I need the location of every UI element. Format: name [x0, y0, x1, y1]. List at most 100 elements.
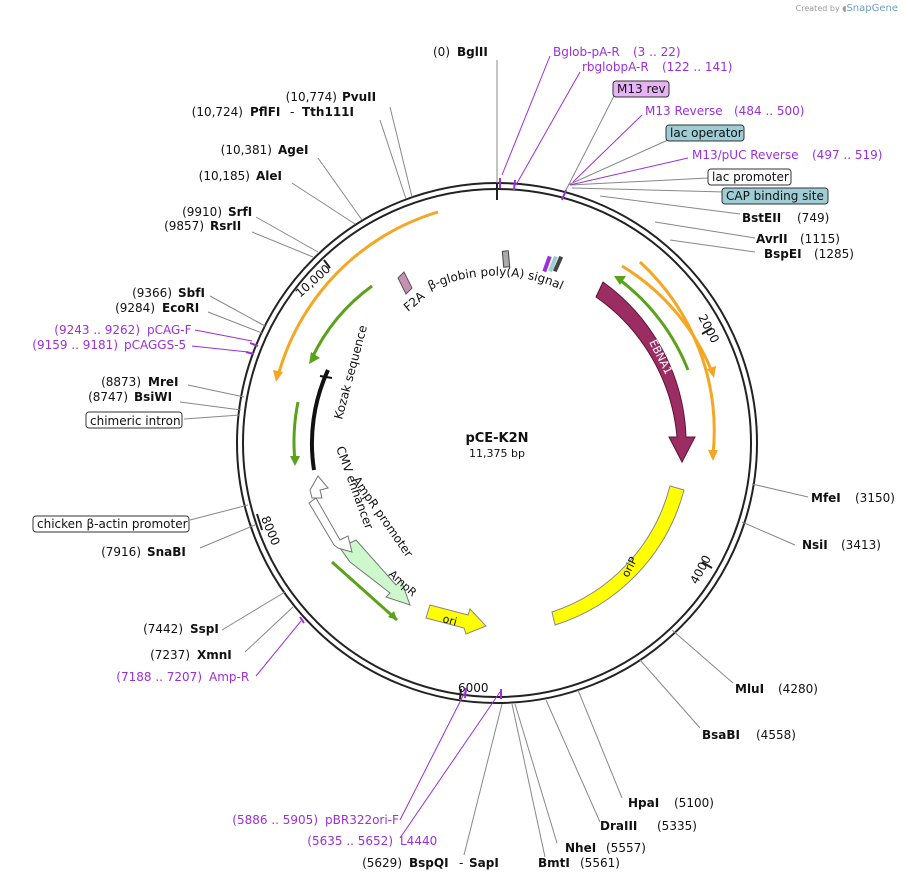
green-arrow-right: [619, 278, 690, 371]
enzyme-draiii-pos: (5335): [657, 819, 697, 833]
cap-site-box: [721, 187, 829, 205]
enzyme-avrii: AvrII: [756, 232, 788, 246]
enzyme-mfei: MfeI: [811, 491, 841, 505]
kozak-marker: [319, 375, 333, 379]
enzyme-nhei: NheI: [565, 841, 596, 855]
m13rev-box: [612, 80, 670, 98]
enzyme-avrii-pos: (1115): [800, 232, 840, 246]
enzyme-nsii-pos: (3413): [841, 538, 881, 552]
enzyme-pflfi: PflFI: [250, 105, 280, 119]
orip-feature: [551, 485, 685, 626]
chimeric-intron-head: [290, 456, 300, 466]
enzyme-xmni: XmnI: [197, 648, 232, 662]
snapgene-logo-icon: ◖: [842, 4, 847, 13]
tick-marks: [256, 183, 713, 700]
enzyme-sspi-pos: (7442): [143, 622, 183, 636]
enzyme-alei: AleI: [256, 169, 282, 183]
enzyme-pvuii: PvuII: [342, 90, 376, 104]
enzyme-mlui-pos: (4280): [778, 682, 818, 696]
enzyme-bspqi: BspQI: [409, 856, 449, 870]
ampr-arrow: [339, 539, 411, 606]
enzyme-pflfi-pos: (10,724): [192, 105, 243, 119]
chicken-promoter-label: chicken β-actin promoter: [37, 517, 188, 531]
enzyme-rsrii-pos: (9857): [164, 219, 204, 233]
enzyme-bsabi-pos: (4558): [756, 728, 796, 742]
orange-arrow-left: [276, 210, 439, 377]
enzyme-bspei: BspEI: [764, 247, 802, 261]
orange-arrow-right-outer: [638, 260, 716, 456]
leader-lines: [179, 60, 809, 858]
enzyme-bspqi-pos: (5629): [362, 856, 402, 870]
chimeric-intron-label: chimeric intron: [90, 414, 181, 428]
tick-8000: 8000: [258, 514, 282, 548]
lac-promoter-box: [707, 168, 792, 186]
plasmid-length: 11,375 bp: [469, 447, 525, 460]
lac-promoter-label: lac promoter: [712, 170, 789, 184]
enzyme-nsii: NsiI: [802, 538, 828, 552]
snapgene-credit: Created by ◖SnapGene: [796, 3, 898, 14]
enzyme-mfei-pos: (3150): [855, 491, 895, 505]
enzyme-bsiwi-pos: (8747): [88, 390, 128, 404]
enzyme-bspqi-dash: -: [459, 856, 463, 870]
ampr-green-strand: [331, 560, 398, 622]
primer-m13-reverse: M13 Reverse: [645, 104, 723, 118]
enzyme-srfi-pos: (9910): [182, 205, 222, 219]
enzyme-snabi: SnaBI: [147, 545, 186, 559]
enzyme-draiii: DraIII: [600, 819, 637, 833]
primer-m13puc-reverse: M13/pUC Reverse: [692, 148, 799, 162]
primer-pcaggs5-range: (9159 .. 9181): [32, 338, 118, 352]
enzyme-hpai-pos: (5100): [674, 796, 714, 810]
enzyme-mrei: MreI: [148, 375, 178, 389]
orange-arrow-left-head: [273, 370, 283, 382]
enzyme-bsabi: BsaBI: [702, 728, 740, 742]
primer-rbglobpa-r-range: (122 .. 141): [662, 60, 732, 74]
primer-l4440-range: (5635 .. 5652): [307, 834, 393, 848]
enzyme-mlui: MluI: [735, 682, 764, 696]
ampr-green-head: [388, 611, 397, 620]
ampr-promoter-arrow: [308, 497, 353, 553]
ebna1-label: EBNA1: [646, 337, 674, 376]
kozak-label: Kozak sequence: [331, 324, 370, 421]
enzyme-nhei-pos: (5557): [606, 841, 646, 855]
enzyme-sbfi: SbfI: [178, 286, 205, 300]
enzyme-bmti-pos: (5561): [580, 856, 620, 870]
enzyme-tth111i: Tth111I: [302, 105, 354, 119]
enzyme-ecori: EcoRI: [162, 301, 199, 315]
enzyme-rsrii: RsrII: [210, 219, 241, 233]
primer-bglob-pa-r-range: (3 .. 22): [633, 45, 681, 59]
m13rev-label: M13 rev: [617, 82, 666, 96]
primer-pcagf-range: (9243 .. 9262): [54, 323, 140, 337]
plasmid-name: pCE-K2N: [465, 431, 528, 446]
primer-pbr322: pBR322ori-F: [325, 813, 399, 827]
primer-m13-reverse-range: (484 .. 500): [734, 104, 804, 118]
enzyme-bsteii: BstEII: [742, 211, 781, 225]
primer-pbr322-range: (5886 .. 5905): [232, 813, 318, 827]
green-arrow-left-head: [309, 352, 320, 364]
enzyme-agei-pos: (10,381): [221, 143, 272, 157]
enzyme-xmni-pos: (7237): [150, 648, 190, 662]
orange-arrow-right-inner-head: [707, 366, 716, 378]
primer-site-ticks: [245, 178, 567, 699]
cap-site-label: CAP binding site: [726, 189, 824, 203]
enzyme-pvuii-pos: (10,774): [286, 90, 337, 104]
f2a-arrow: [397, 271, 413, 295]
cmv-enhancer-arrow: [309, 475, 329, 499]
chicken-promoter-box: [32, 515, 190, 533]
orange-arrow-right-inner: [621, 264, 714, 373]
globin-marker: [501, 250, 511, 268]
primer-leaders: [191, 55, 689, 839]
enzyme-bspei-pos: (1285): [814, 247, 854, 261]
primer-l4440: L4440: [400, 834, 437, 848]
enzyme-snabi-pos: (7916): [101, 545, 141, 559]
lac-operator-label: lac operator: [670, 126, 743, 140]
enzyme-bglii: BglII: [457, 45, 488, 59]
enzyme-bsteii-pos: (749): [797, 211, 829, 225]
green-arrow-right-head: [614, 276, 626, 285]
enzyme-alei-pos: (10,185): [199, 169, 250, 183]
enzyme-srfi: SrfI: [228, 205, 252, 219]
enzyme-mrei-pos: (8873): [101, 375, 141, 389]
tick-6000: 6000: [458, 681, 489, 695]
kozak-bar: [309, 369, 330, 471]
enzyme-sapi: SapI: [469, 856, 499, 870]
